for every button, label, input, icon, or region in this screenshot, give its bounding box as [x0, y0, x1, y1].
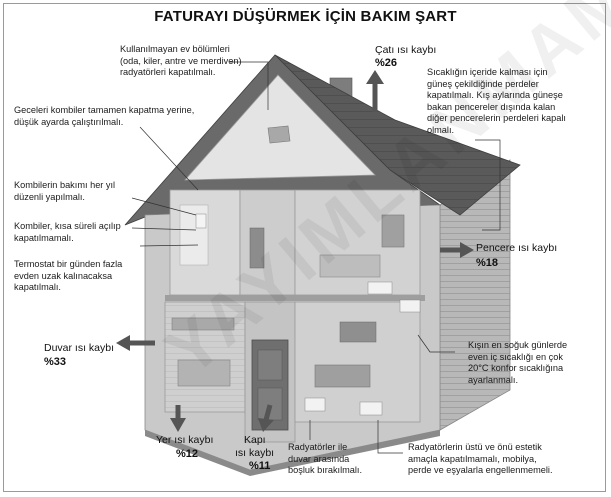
leader-curtains: [475, 139, 501, 231]
bed: [319, 254, 381, 278]
floor-loss-pct: %12: [176, 448, 199, 460]
door-loss-label-1: Kapı: [244, 434, 266, 446]
door-loss-pct: %11: [249, 460, 271, 472]
floor-loss-label: Yer ısı kaybı: [156, 434, 214, 446]
page-title: FATURAYI DÜŞÜRMEK İÇİN BAKIM ŞART: [154, 8, 457, 25]
floor-loss-arrow: [170, 405, 186, 432]
leader-thermostat: [139, 244, 199, 247]
sofa: [314, 364, 371, 388]
note-thermostat: Termostat bir günden fazla evden uzak ka…: [14, 259, 123, 292]
window-loss-arrow: [440, 242, 474, 258]
roof-loss-pct: %26: [375, 57, 398, 69]
tv-unit: [339, 321, 377, 343]
leader-boiler-maint: [131, 197, 197, 216]
radiator-lower-right: [359, 401, 383, 416]
upper-room-mid: [239, 189, 296, 296]
note-radiator-cover: Radyatörlerin üstü ve önü estetik amaçla…: [408, 442, 553, 475]
window-upper: [381, 214, 405, 248]
leader-comfort: [417, 334, 455, 353]
radiator-upper: [367, 281, 393, 295]
note-unused-rooms: Kullanılmayan ev bölümleri (oda, kiler, …: [120, 44, 242, 77]
note-boiler-short: Kombiler, kısa süreli açılıp kapatılmama…: [14, 221, 121, 243]
radiator-window: [399, 299, 421, 313]
leader-boiler-short: [131, 227, 197, 231]
note-curtains: Sıcaklığın içeride kalması için güneş çe…: [427, 67, 566, 135]
radiator-lower: [304, 397, 326, 412]
window-loss-pct: %18: [476, 257, 499, 269]
wall-loss-pct: %33: [44, 356, 67, 368]
wall-loss-arrow: [116, 335, 155, 351]
upper-door: [249, 227, 265, 269]
door-loss-arrow: [258, 404, 274, 432]
attic-window: [267, 125, 291, 144]
wall-loss-label: Duvar ısı kaybı: [44, 342, 115, 354]
leader-night-boiler: [139, 126, 199, 191]
upper-floor-slab: [165, 295, 425, 301]
kitchen-counter: [177, 359, 231, 387]
foundation: [145, 430, 440, 476]
door-loss-label-2: ısı kaybı: [235, 447, 275, 459]
leader-unused-rooms: [230, 61, 269, 110]
boiler-unit: [195, 213, 207, 229]
roof-loss-arrow: [366, 70, 384, 112]
note-comfort-temp: Kışın en soğuk günlerde even iç sıcaklığ…: [468, 340, 568, 385]
kitchen-cabinets: [171, 317, 235, 331]
roof-loss-label: Çatı ısı kaybı: [375, 44, 437, 56]
note-boiler-maintenance: Kombilerin bakımı her yıl düzenli yapılm…: [14, 180, 116, 202]
leader-radiator-cover: [377, 420, 403, 454]
note-night-boiler: Geceleri kombiler tamamen kapatma yerine…: [14, 105, 195, 127]
window-loss-label: Pencere ısı kaybı: [476, 242, 558, 254]
note-radiator-gap: Radyatörler ile duvar arasında boşluk bı…: [288, 442, 363, 475]
